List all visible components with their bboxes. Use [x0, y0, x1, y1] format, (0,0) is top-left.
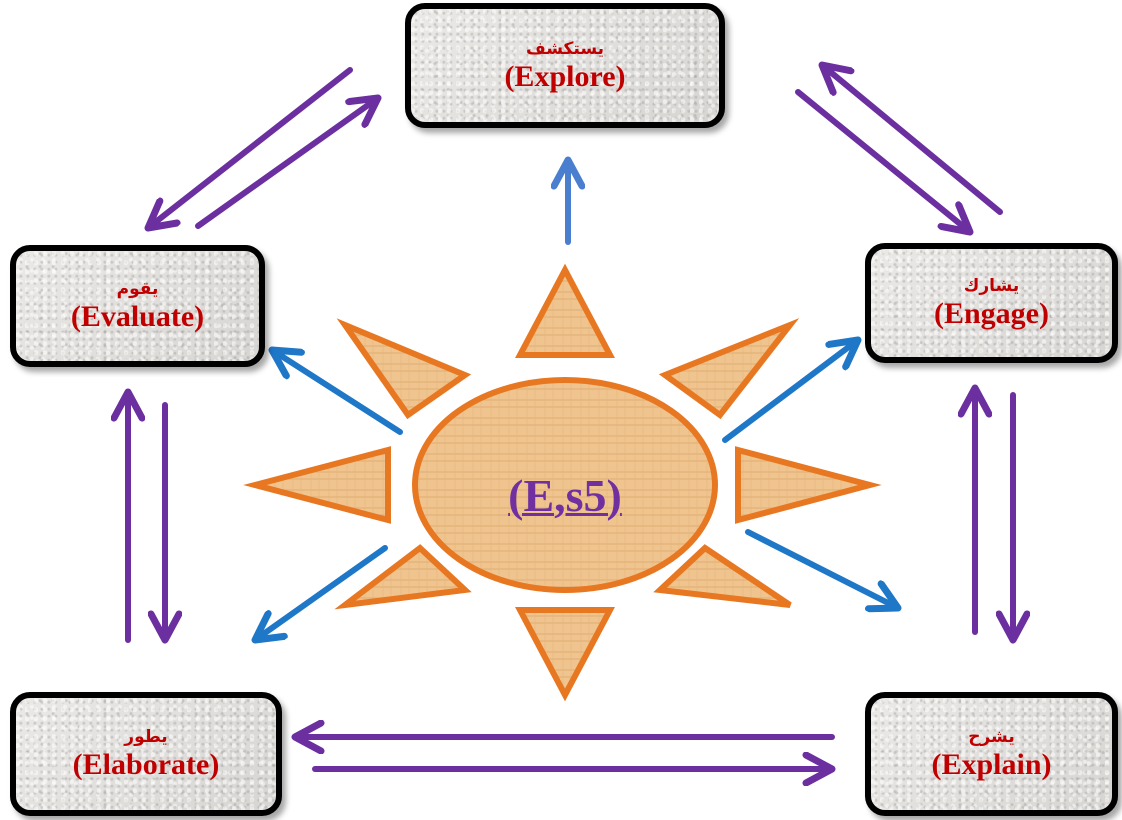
sun-center-ellipse	[412, 377, 718, 593]
center-label: (E,s5)	[508, 469, 622, 521]
ray-bottom-right	[653, 544, 792, 608]
sun-rays	[243, 263, 882, 702]
cycle-arrows	[128, 65, 1013, 769]
stage-box-evaluate: يقوم (Evaluate)	[10, 245, 265, 367]
arrow-to-elaborate	[255, 545, 388, 640]
stage-arabic-explain: يشرح	[968, 727, 1015, 747]
ray-top	[515, 263, 615, 358]
arrow-to-evaluate	[272, 350, 403, 435]
ray-top-left	[336, 318, 472, 420]
arrow-explore-to-engage	[795, 89, 970, 232]
stage-english-elaborate: (Elaborate)	[72, 748, 220, 781]
arrow-to-engage	[722, 340, 858, 443]
stage-box-explore: يستكشف (Explore)	[405, 3, 725, 128]
stage-box-elaborate: يطور (Elaborate)	[10, 692, 282, 816]
ray-left	[243, 446, 391, 524]
stage-english-explore: (Explore)	[504, 59, 626, 93]
stage-english-engage: (Engage)	[934, 297, 1049, 330]
stage-arabic-evaluate: يقوم	[116, 279, 159, 299]
arrow-to-explain	[745, 529, 898, 608]
stage-english-explain: (Explain)	[931, 748, 1052, 781]
ray-arrows	[255, 160, 898, 640]
stage-arabic-elaborate: يطور	[124, 727, 168, 747]
stage-box-engage: يشارك (Engage)	[865, 243, 1118, 363]
arrow-evaluate-to-explore	[195, 98, 378, 229]
ray-bottom-left	[334, 544, 472, 610]
stage-arabic-explore: يستكشف	[525, 38, 605, 59]
ray-right	[735, 446, 882, 524]
stage-english-evaluate: (Evaluate)	[70, 300, 205, 333]
ray-top-right	[658, 318, 800, 420]
ray-bottom	[515, 607, 615, 702]
stage-arabic-engage: يشارك	[963, 276, 1020, 296]
arrow-engage-to-explore	[822, 65, 1003, 215]
arrow-explore-to-evaluate	[148, 67, 353, 228]
stage-box-explain: يشرح (Explain)	[865, 692, 1118, 816]
